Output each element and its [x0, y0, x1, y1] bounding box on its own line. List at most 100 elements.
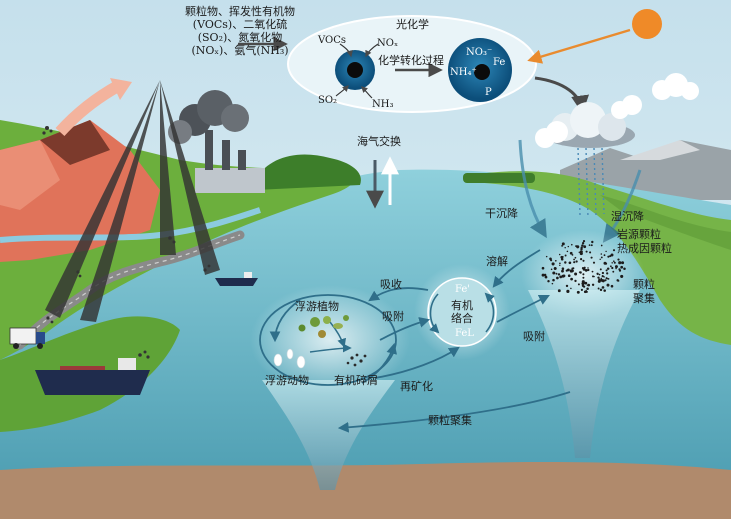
detritus-icon — [346, 353, 367, 367]
particle-dot — [599, 288, 603, 292]
particle-dot — [585, 250, 588, 253]
so2-label: SO₂ — [318, 95, 338, 106]
particle-dot — [605, 269, 608, 272]
particle-dot — [605, 250, 607, 253]
particle-dot — [581, 244, 584, 247]
particle-dot — [591, 283, 595, 286]
particle-dot — [557, 289, 561, 293]
particle-dot — [571, 243, 573, 246]
particle-dot — [560, 257, 564, 261]
photochem-process-label: 化学转化过程 — [378, 54, 444, 67]
particle-dot — [571, 267, 574, 270]
particle-dot — [570, 277, 573, 281]
absorb-label: 吸收 — [380, 278, 402, 291]
rock-particle-label: 岩源颗粒 — [617, 228, 661, 241]
zooplankton-label: 浮游动物 — [265, 374, 309, 387]
particle-dot — [571, 254, 574, 256]
particle-dot — [616, 265, 618, 268]
particle-dot — [592, 261, 596, 264]
particle-dot — [551, 262, 555, 266]
particle-dot — [559, 262, 561, 265]
particle-dot — [612, 260, 615, 263]
remineralization-label: 再矿化 — [400, 380, 433, 393]
particle-dot — [582, 259, 585, 262]
particle-dot — [561, 244, 564, 247]
particle-dot — [598, 278, 601, 281]
particle-dot — [620, 265, 624, 269]
particle-dot — [599, 268, 602, 271]
river — [0, 207, 261, 243]
particle-dot — [606, 283, 610, 287]
thermal-particle-label: 热成因颗粒 — [617, 242, 672, 255]
emissions-line-3: (SO₂)、氮氧化物 — [197, 31, 283, 44]
particle-dot — [617, 279, 620, 282]
particle-dot — [581, 242, 585, 245]
particle-dot — [584, 269, 588, 272]
particle-dot — [620, 274, 624, 278]
fe-prime-label: Fe' — [455, 284, 471, 295]
sea-floor — [0, 462, 731, 519]
particle-dot — [541, 273, 545, 277]
particle-dot — [610, 284, 614, 288]
particle-aggregation-label-1: 颗粒 — [633, 278, 655, 291]
particle-dot — [564, 246, 566, 249]
organic-complex-label-2: 络合 — [451, 312, 473, 325]
particle-dot — [582, 276, 585, 279]
particle-dot — [589, 251, 592, 254]
particle-dot — [551, 282, 554, 285]
phytoplankton-label: 浮游植物 — [295, 300, 339, 313]
particle-dot — [558, 253, 561, 256]
pink-emission-arrow — [55, 80, 121, 137]
absorb-arrow — [368, 287, 429, 302]
particle-dot — [613, 261, 616, 264]
particle-dot — [601, 271, 605, 275]
zooplankton-icon — [273, 348, 306, 369]
particle-dot — [590, 256, 593, 259]
particle-dot — [578, 251, 581, 254]
particle-dot — [562, 256, 564, 258]
detritus-label: 有机碎屑 — [334, 374, 378, 387]
particle-dot — [561, 267, 565, 270]
particle-dot — [597, 276, 600, 279]
rain-streaks — [577, 147, 605, 219]
phytoplankton-icon — [298, 315, 349, 338]
factory-icon — [168, 90, 265, 193]
particle-dot — [557, 273, 561, 276]
forest — [255, 154, 361, 190]
particle-dot — [552, 271, 556, 275]
adsorb-left-arrow — [379, 317, 431, 341]
small-cloud-icon — [535, 73, 699, 148]
particle-dot — [579, 250, 583, 254]
emissions-line-2: (VOCs)、二氧化硫 — [192, 18, 288, 31]
particle-dot — [603, 261, 607, 265]
particle-dot — [550, 268, 553, 271]
adsorb-right-arrow — [496, 295, 550, 323]
particle-dot — [578, 271, 581, 273]
particle-dot — [566, 250, 569, 253]
particle-dot — [561, 242, 565, 246]
boat-icon — [215, 272, 258, 286]
particle-dot — [610, 253, 614, 257]
fel-label: FeL — [455, 328, 474, 339]
particle-dot — [553, 267, 557, 270]
particle-dot — [600, 244, 603, 247]
right-sinking-funnel — [528, 290, 640, 458]
iron-complex-circle — [427, 277, 497, 347]
particle-dot — [603, 289, 606, 292]
particle-dot — [576, 245, 580, 249]
particle-dot — [586, 287, 589, 291]
particle-dot — [582, 273, 585, 276]
left-sinking-funnel — [262, 380, 395, 490]
adsorb-left-label: 吸附 — [382, 310, 404, 323]
particle-dot — [592, 275, 594, 278]
particle-dot — [587, 268, 590, 272]
particle-dot — [609, 265, 612, 268]
particle-dot — [607, 255, 610, 258]
particle-dot — [581, 284, 585, 287]
sunlight-arrow — [527, 28, 631, 64]
remineralization-arrow — [374, 346, 460, 379]
right-coast-land — [470, 171, 731, 345]
particle-dot — [568, 261, 572, 265]
particle-clusters — [42, 126, 211, 359]
